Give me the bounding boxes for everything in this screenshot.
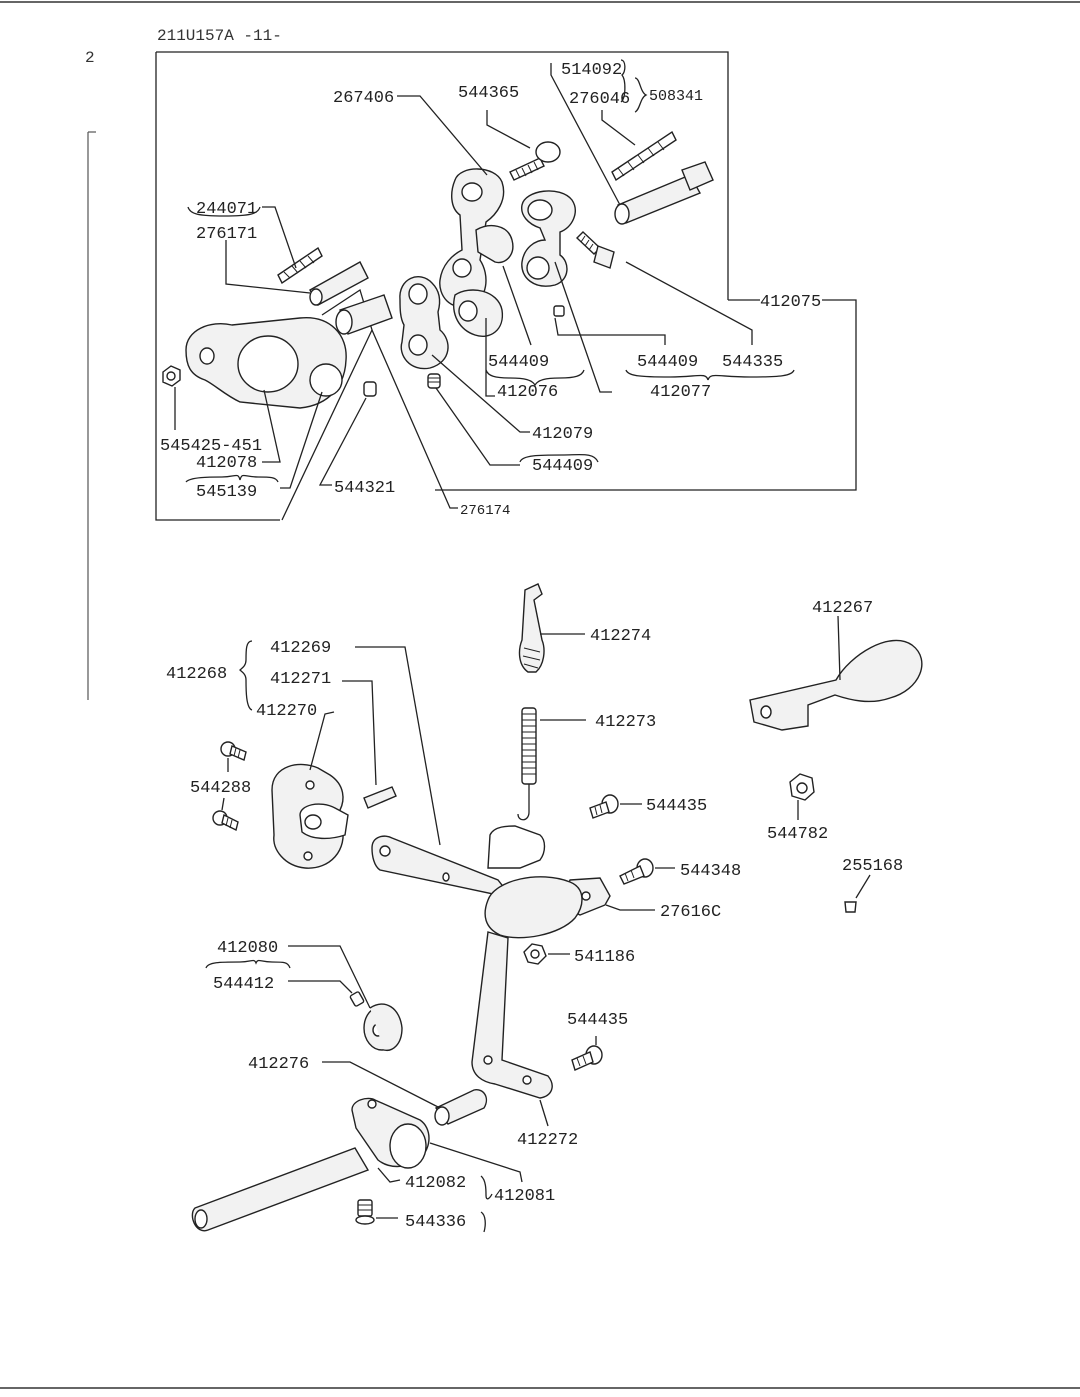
nut-544782	[789, 773, 815, 820]
label-412081: 412081	[494, 1187, 555, 1206]
label-412078: 412078	[196, 454, 257, 473]
label-544365: 544365	[458, 84, 519, 103]
spring-412273	[517, 707, 586, 821]
label-412079: 412079	[532, 425, 593, 444]
lever-bar-412269	[355, 646, 514, 900]
screw-544288-top	[220, 741, 247, 772]
pin-412276	[322, 1061, 488, 1126]
label-544336: 544336	[405, 1213, 466, 1232]
label-412276: 412276	[248, 1055, 309, 1074]
screw-544335	[575, 231, 615, 269]
label-412267: 412267	[812, 599, 873, 618]
bracket-412270	[271, 711, 349, 869]
screw-255168	[844, 874, 871, 913]
label-412269: 412269	[270, 639, 331, 658]
brace-412080	[205, 959, 291, 969]
nut-545425	[162, 365, 181, 387]
label-514092: 514092	[561, 61, 622, 80]
screw-544365	[509, 141, 561, 181]
label-244071: 244071	[196, 200, 257, 219]
label-412076: 412076	[497, 383, 558, 402]
label-544435-b: 544435	[567, 1011, 628, 1030]
link-plate-412079	[399, 276, 449, 370]
inset-box	[155, 51, 857, 521]
label-541186: 541186	[574, 948, 635, 967]
label-544335: 544335	[722, 353, 783, 372]
spring-244071	[277, 246, 323, 285]
label-508341: 508341	[649, 88, 703, 105]
screw-544348	[619, 858, 675, 885]
screw-544288-bottom	[212, 797, 239, 832]
label-412270: 412270	[256, 702, 317, 721]
screw-544409-small	[553, 305, 565, 317]
label-412080: 412080	[217, 939, 278, 958]
label-276174: 276174	[460, 503, 510, 519]
doc-code: 211U157A -11-	[157, 27, 282, 45]
label-544288: 544288	[190, 779, 251, 798]
label-545139: 545139	[196, 483, 257, 502]
label-27616C: 27616C	[660, 903, 721, 922]
screw-544336	[355, 1199, 398, 1225]
label-412077: 412077	[650, 383, 711, 402]
page-number: 2	[85, 49, 95, 67]
lever-412272	[471, 876, 583, 1127]
label-544409-c: 544409	[532, 457, 593, 476]
spring-276046	[611, 130, 677, 182]
label-544321: 544321	[334, 479, 395, 498]
shaft-276174	[335, 294, 393, 335]
brace-412268	[239, 640, 253, 711]
shaft-412081	[191, 1097, 523, 1233]
set-screw-544412	[288, 980, 365, 1007]
screw-544435-upper	[589, 794, 642, 819]
lever-412267	[749, 615, 923, 731]
label-412082: 412082	[405, 1174, 466, 1193]
label-412268: 412268	[166, 665, 227, 684]
part-labels: 267406 544365 514092 276046 508341 24407…	[160, 61, 903, 1232]
label-544409-b: 544409	[637, 353, 698, 372]
screw-544435-lower	[571, 1036, 603, 1071]
spring-guide-412274	[518, 583, 585, 673]
label-544412: 544412	[213, 975, 274, 994]
label-544782: 544782	[767, 825, 828, 844]
pin-514092	[614, 161, 714, 225]
label-412273: 412273	[595, 713, 656, 732]
label-412274: 412274	[590, 627, 651, 646]
pin-412271	[342, 680, 397, 809]
label-412075: 412075	[760, 293, 821, 312]
label-276171: 276171	[196, 225, 257, 244]
label-544409-a: 544409	[488, 353, 549, 372]
pin-276171	[309, 261, 369, 306]
link-412077	[521, 190, 576, 287]
inset-leaders	[174, 59, 795, 509]
screw-544409-lower	[427, 373, 441, 389]
nut-541186	[523, 943, 570, 965]
label-412272: 412272	[517, 1131, 578, 1150]
link-arm-267406	[439, 168, 514, 337]
collar-412080	[288, 945, 403, 1052]
label-544435-a: 544435	[646, 797, 707, 816]
body-412078	[185, 317, 347, 409]
label-545425-451: 545425-451	[160, 437, 262, 456]
label-412271: 412271	[270, 670, 331, 689]
label-544348: 544348	[680, 862, 741, 881]
pin-544321	[363, 381, 377, 397]
label-276046: 276046	[569, 90, 630, 109]
label-255168: 255168	[842, 857, 903, 876]
label-267406: 267406	[333, 89, 394, 108]
